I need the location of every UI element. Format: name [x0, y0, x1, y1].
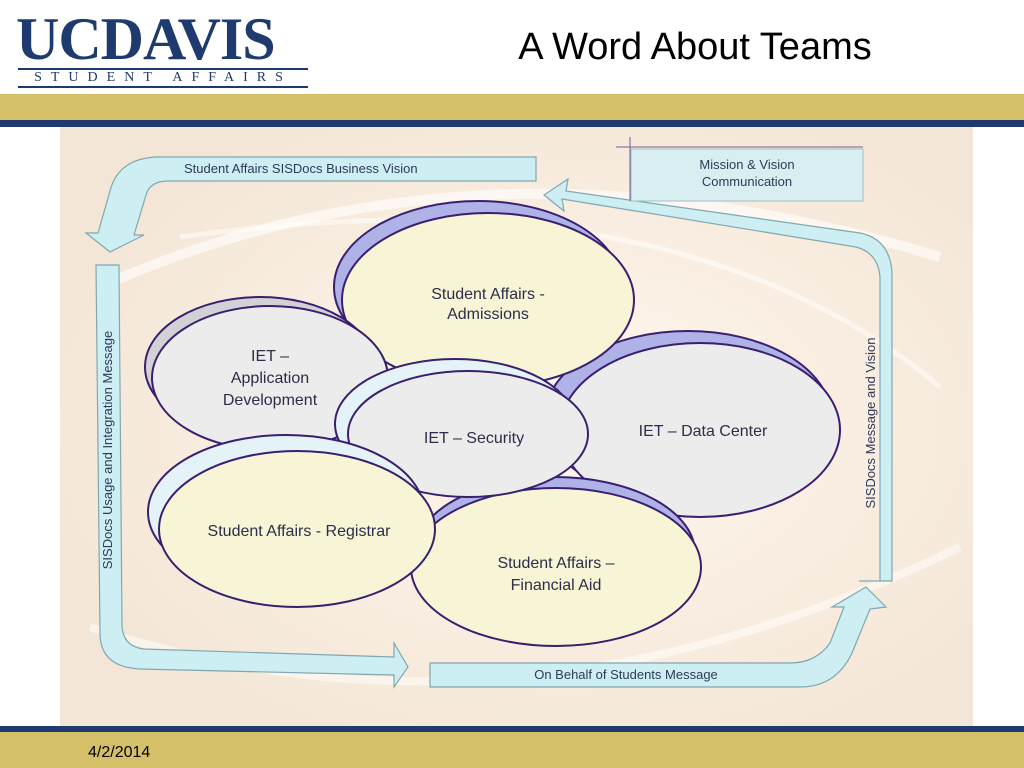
slide-title: A Word About Teams: [518, 26, 872, 68]
arrow-label-right: SISDocs Message and Vision: [863, 337, 878, 508]
logo-subtitle: STUDENT AFFAIRS: [34, 70, 292, 85]
financial-aid-label-1: Student Affairs –: [497, 555, 614, 572]
logo-rule-top: [18, 68, 308, 70]
header-navy-rule: [0, 120, 1024, 127]
header-gold-band: [0, 94, 1024, 120]
decor-swirl-a: [97, 188, 942, 292]
arrow-label-top: Student Affairs SISDocs Business Vision: [184, 161, 418, 176]
ucdavis-logo: UCDAVIS STUDENT AFFAIRS: [14, 6, 308, 88]
mission-box-line-1: Mission & Vision: [699, 157, 794, 172]
app-dev-label-1: IET –: [251, 348, 289, 365]
mission-box: [630, 148, 864, 202]
footer-gold-band: [0, 732, 1024, 768]
footer-navy-rule: [0, 726, 1024, 732]
teams-diagram: Mission & Vision Communication Student A…: [60, 127, 973, 726]
arrow-left-bottom: [95, 264, 409, 689]
arrow-label-left: SISDocs Usage and Integration Message: [100, 331, 115, 569]
arrow-top-left: [84, 156, 537, 253]
admissions-label-1: Student Affairs -: [431, 286, 545, 303]
security-label: IET – Security: [424, 430, 524, 447]
app-dev-label-2: Application: [231, 370, 309, 387]
registrar-label: Student Affairs - Registrar: [208, 523, 392, 540]
ellipse-registrar: [158, 450, 436, 608]
arrow-right-top: [542, 177, 893, 582]
financial-aid-label-2: Financial Aid: [511, 577, 602, 594]
decor-swirl-c: [179, 217, 942, 389]
mission-box-line-2: Communication: [702, 174, 792, 189]
admissions-label-2: Admissions: [447, 306, 529, 323]
arrow-label-bottom: On Behalf of Students Message: [534, 667, 718, 682]
app-dev-label-3: Development: [223, 392, 318, 409]
arrow-bottom-right: [429, 586, 888, 688]
logo-wordmark: UCDAVIS: [16, 6, 276, 72]
logo-rule-bottom: [18, 86, 308, 88]
slide-date: 4/2/2014: [88, 744, 151, 761]
data-center-label: IET – Data Center: [639, 423, 768, 440]
ellipse-security: [347, 370, 589, 498]
